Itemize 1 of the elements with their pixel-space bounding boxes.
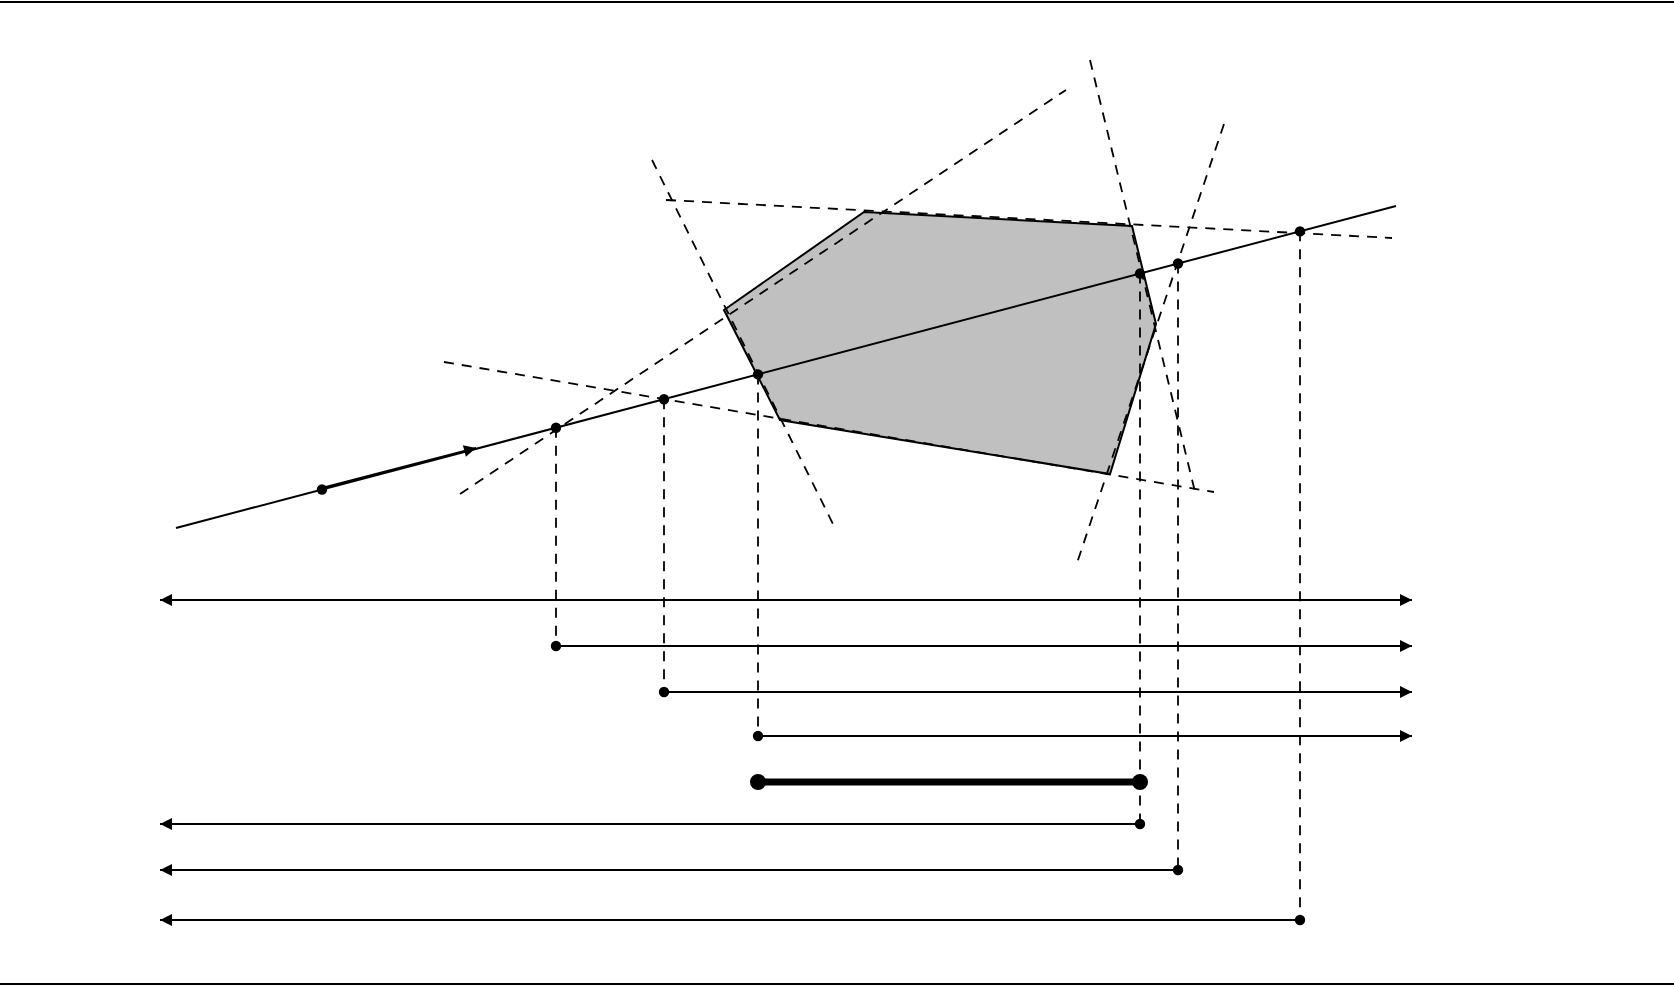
clipping-polygon [722, 211, 1158, 476]
